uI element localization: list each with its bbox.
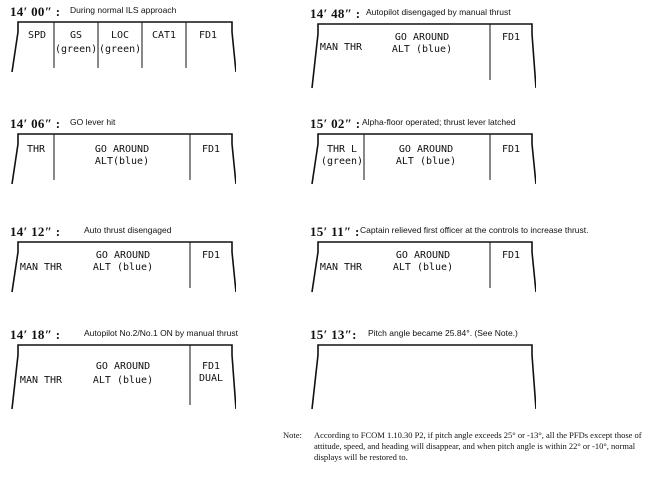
fma-flight-director: FD1	[201, 361, 221, 372]
fma-display-frame: SPD GS (green) LOC (green) CAT1 FD1	[8, 18, 236, 74]
panel-time: 14′ 06″ :	[10, 116, 61, 131]
panel-caption: Auto thrust disengaged	[84, 225, 172, 235]
panel-caption: Pitch angle became 25.84°. (See Note.)	[368, 328, 518, 338]
fma-frame-outline	[311, 344, 536, 410]
note-label: Note:	[283, 430, 302, 440]
fma-lateral-mode: ALT (blue)	[92, 375, 154, 386]
fma-thrust-mode: MAN THR	[19, 375, 63, 386]
fma-frame-outline	[11, 241, 236, 293]
fma-display-frame: THR GO AROUND ALT(blue) FD1	[8, 130, 236, 186]
fma-vertical-mode: GO AROUND	[95, 361, 151, 372]
fma-frame-outline	[11, 133, 236, 185]
fma-lateral-mode: ALT (blue)	[395, 156, 457, 167]
fma-panel-1511: 15′ 11″ : Captain relieved first officer…	[304, 224, 604, 339]
fma-gs-color: (green)	[55, 44, 98, 55]
fma-thrust-mode: THR L	[326, 144, 358, 155]
panel-time: 15′ 02″ :	[310, 116, 361, 131]
fma-flight-director: FD1	[198, 30, 218, 41]
fma-flight-director: FD1	[201, 250, 221, 261]
fma-panel-1412: 14′ 12″ : Auto thrust disengaged MAN THR…	[4, 224, 304, 339]
panel-time: 14′ 48″ :	[310, 6, 361, 21]
panel-caption: During normal ILS approach	[70, 5, 177, 15]
fma-lateral-mode: ALT (blue)	[92, 262, 154, 273]
panel-time: 14′ 12″ :	[10, 224, 61, 239]
fma-speed-mode: SPD	[27, 30, 47, 41]
fma-lateral-mode: ALT(blue)	[94, 156, 150, 167]
fma-display-frame: MAN THR GO AROUND ALT (blue) FD1	[308, 238, 536, 294]
fma-thrust-mode: THR	[26, 144, 46, 155]
fma-panel-1418: 14′ 18″ : Autopilot No.2/No.1 ON by manu…	[4, 327, 304, 442]
fma-loc-mode: LOC	[110, 30, 130, 41]
fma-flight-director: FD1	[501, 32, 521, 43]
fma-thrust-mode: MAN THR	[319, 262, 363, 273]
fma-lateral-mode: ALT (blue)	[391, 44, 453, 55]
fma-frame-outline	[311, 133, 536, 185]
fma-gs-mode: GS	[69, 30, 83, 41]
fma-panel-1406: 14′ 06″ : GO lever hit THR GO AROUND ALT…	[4, 116, 304, 231]
panel-time: 15′ 13″:	[310, 327, 357, 342]
fma-panel-1400: 14′ 00″ : During normal ILS approach SPD…	[4, 4, 304, 119]
fma-display-frame: MAN THR GO AROUND ALT (blue) FD1	[308, 20, 536, 90]
panel-caption: Captain relieved first officer at the co…	[360, 225, 589, 235]
panel-caption: Alpha-floor operated; thrust lever latch…	[362, 117, 516, 127]
fma-flight-director: FD1	[201, 144, 221, 155]
panel-time: 14′ 18″ :	[10, 327, 61, 342]
fma-vertical-mode: GO AROUND	[398, 144, 454, 155]
panel-caption: GO lever hit	[70, 117, 116, 127]
fma-frame-outline	[311, 241, 536, 293]
fma-display-frame-blank	[308, 341, 536, 410]
fma-thrust-mode: MAN THR	[319, 42, 363, 53]
panel-time: 15′ 11″ :	[310, 224, 360, 239]
panel-caption: Autopilot disengaged by manual thrust	[366, 7, 511, 17]
fma-flight-director-dual: DUAL	[198, 373, 224, 384]
fma-vertical-mode: GO AROUND	[94, 144, 150, 155]
fma-lateral-mode: ALT (blue)	[392, 262, 454, 273]
fma-loc-color: (green)	[99, 44, 142, 55]
fma-frame-outline	[11, 344, 236, 410]
fma-thrust-mode: MAN THR	[19, 262, 63, 273]
fma-frame-outline	[11, 21, 236, 73]
panel-caption: Autopilot No.2/No.1 ON by manual thrust	[84, 328, 239, 338]
note-text: According to FCOM 1.10.30 P2, if pitch a…	[314, 430, 642, 462]
fma-display-frame: MAN THR GO AROUND ALT (blue) FD1 DUAL	[8, 341, 236, 410]
fma-panel-1513: 15′ 13″: Pitch angle became 25.84°. (See…	[304, 327, 604, 442]
fma-thrust-color: (green)	[320, 156, 364, 167]
fma-flight-director: FD1	[501, 250, 521, 261]
fma-display-frame: THR L (green) GO AROUND ALT (blue) FD1	[308, 130, 536, 186]
fma-frame-outline	[311, 23, 536, 89]
fma-display-frame: MAN THR GO AROUND ALT (blue) FD1	[8, 238, 236, 294]
fma-flight-director: FD1	[501, 144, 521, 155]
fma-vertical-mode: GO AROUND	[394, 32, 450, 43]
panel-time: 14′ 00″ :	[10, 4, 61, 19]
fma-vertical-mode: GO AROUND	[95, 250, 151, 261]
fma-approach-capability: CAT1	[151, 30, 177, 41]
fma-panel-1502: 15′ 02″ : Alpha-floor operated; thrust l…	[304, 116, 604, 231]
fma-vertical-mode: GO AROUND	[395, 250, 451, 261]
fma-panel-1448: 14′ 48″ : Autopilot disengaged by manual…	[304, 6, 604, 121]
